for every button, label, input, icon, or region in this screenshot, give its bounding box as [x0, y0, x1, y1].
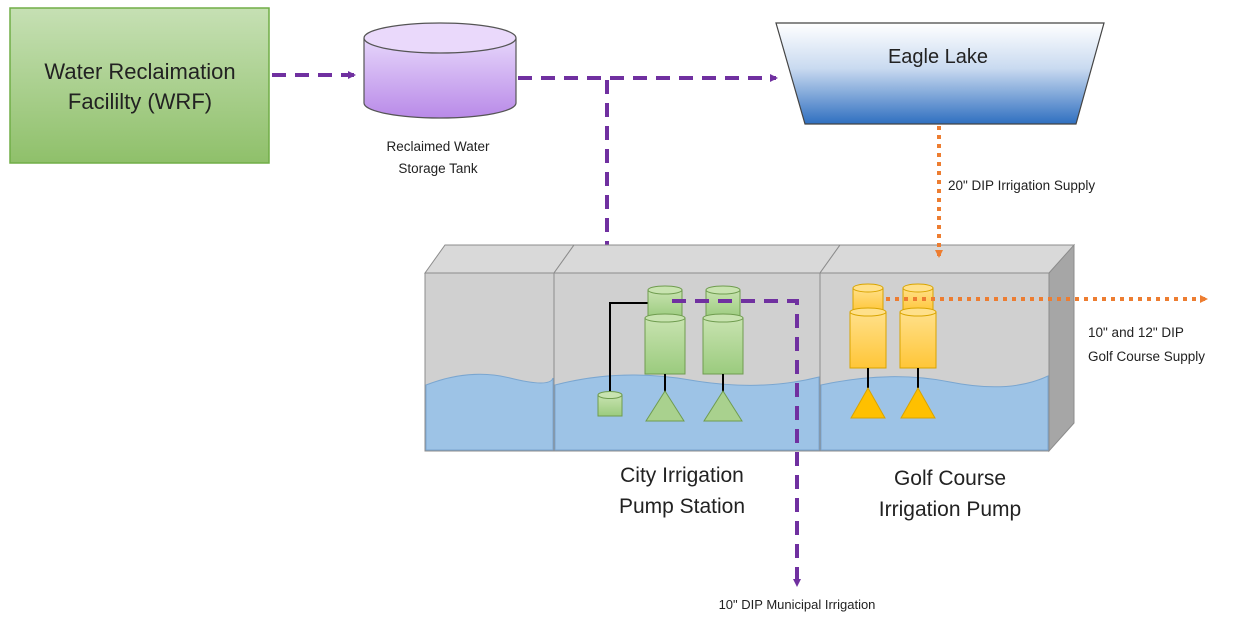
city-pump-2 [702, 285, 744, 422]
lake-supply-lines [886, 126, 1208, 303]
wrf-label-line1: Water Reclaimation [44, 59, 235, 84]
city-pump-1 [644, 285, 686, 422]
golf-pump-label-line2: Irrigation Pump [879, 498, 1021, 521]
golf-pumps [849, 283, 937, 419]
golf-supply-label-line1: 10" and 12" DIP [1088, 325, 1184, 340]
pump-station-structure [424, 243, 1075, 453]
wrf-node: Water Reclaimation Facililty (WRF) [9, 7, 270, 164]
golf-pump-1 [849, 283, 887, 419]
reclaimed-water-lines [272, 71, 778, 258]
municipal-irrigation-label: 10" DIP Municipal Irrigation [719, 597, 876, 612]
golf-supply-label-line2: Golf Course Supply [1088, 349, 1205, 364]
eagle-lake-node: Eagle Lake [775, 22, 1105, 125]
wrf-label-line2: Facililty (WRF) [68, 89, 212, 114]
sump-discharge-pipe [609, 302, 664, 392]
city-pump-station-label-line2: Pump Station [619, 495, 745, 518]
golf-pump-label-line1: Golf Course [894, 467, 1006, 490]
storage-tank-label-line1: Reclaimed Water [386, 139, 490, 154]
storage-tank-node: Reclaimed Water Storage Tank [363, 22, 517, 176]
municipal-discharge-line [672, 299, 801, 587]
eagle-lake-label: Eagle Lake [888, 46, 988, 68]
sump-pump [597, 391, 623, 417]
city-pump-station-label-line1: City Irrigation [620, 464, 744, 487]
golf-pump-2 [899, 283, 937, 419]
irrigation-supply-label: 20" DIP Irrigation Supply [948, 178, 1095, 193]
city-pumps [597, 285, 744, 422]
storage-tank-label-line2: Storage Tank [398, 161, 478, 176]
